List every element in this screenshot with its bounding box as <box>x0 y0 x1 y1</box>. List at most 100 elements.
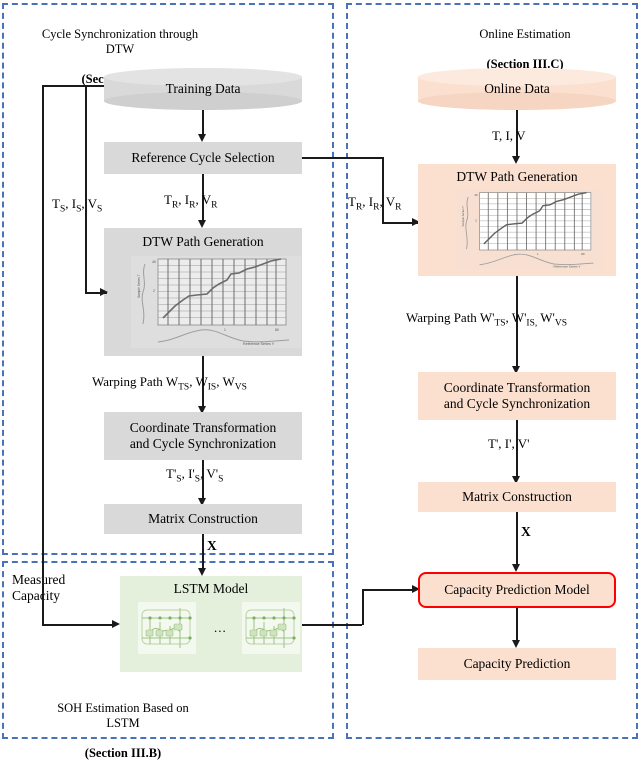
node-dtw-path-generation-left: DTW Path Generation Sa <box>104 228 302 356</box>
edge-label-t-i-v-primed-left: T'S, I'S, V'S <box>166 466 224 485</box>
lstm-cell-thumbnail-left <box>138 602 196 654</box>
edge-label-t-i-v-primed-right: T', I', V' <box>488 436 530 451</box>
connector-training-to-reference <box>202 110 204 136</box>
node-label: Capacity Prediction Model <box>444 582 590 597</box>
node-coordinate-transformation-right: Coordinate Transformation and Cycle Sync… <box>418 372 616 420</box>
arrowhead-down <box>198 220 206 228</box>
svg-text:40: 40 <box>152 260 156 264</box>
arrowhead-down <box>512 640 520 648</box>
svg-text:80: 80 <box>275 328 279 332</box>
edge-label-warping-path-left: Warping Path WTS, WIS, WVS <box>92 374 247 393</box>
connector-reference-to-right-panel <box>302 157 384 159</box>
edge-label-x-left: X <box>207 538 217 553</box>
lstm-cell-thumbnail-right <box>242 602 300 654</box>
dtw-chart-thumbnail: Sample Series T Reference Series Y 40 2 … <box>456 190 604 270</box>
node-matrix-construction-right: Matrix Construction <box>418 482 616 512</box>
node-label: Online Data <box>484 81 550 96</box>
node-coordinate-transformation-left: Coordinate Transformation and Cycle Sync… <box>104 412 302 460</box>
edge-label-x-right: X <box>521 524 531 539</box>
node-label: DTW Path Generation <box>456 169 578 184</box>
connector-reference-to-dtw <box>202 174 204 222</box>
cylinder-bottom <box>418 92 616 110</box>
lstm-ellipsis: ... <box>214 620 227 635</box>
node-lstm-model: LSTM Model ... <box>120 576 302 672</box>
arrowhead-down <box>512 564 520 572</box>
arrowhead-down <box>512 366 520 374</box>
connector-training-rail-far-left <box>42 85 44 625</box>
svg-text:2: 2 <box>475 218 477 222</box>
node-online-data: Online Data <box>418 68 616 110</box>
connector-lstm-to-capacity-model-v <box>362 589 364 625</box>
connector-rail-to-dtw-left <box>85 292 107 294</box>
svg-text:Sample Series T: Sample Series T <box>461 206 465 227</box>
node-label: DTW Path Generation <box>142 234 264 249</box>
panel-title-text: Cycle Synchronization through DTW <box>41 27 199 56</box>
edge-label-tr-ir-vr-right: TR, IR, VR <box>348 194 402 213</box>
connector-capacity-model-to-prediction <box>516 608 518 642</box>
connector-matrix-to-capacity-model <box>516 512 518 566</box>
svg-text:Reference Series Y: Reference Series Y <box>553 264 581 268</box>
panel-title-text: SOH Estimation Based on LSTM <box>57 701 189 730</box>
cylinder-top <box>104 68 302 86</box>
node-label: Capacity Prediction <box>463 656 571 671</box>
node-capacity-prediction: Capacity Prediction <box>418 648 616 680</box>
arrowhead-right <box>112 620 120 628</box>
connector-lstm-to-capacity-model-h2 <box>362 589 416 591</box>
node-capacity-prediction-model: Capacity Prediction Model <box>418 572 616 608</box>
panel-title-online-estimation: Online Estimation (Section III.C) <box>420 12 630 72</box>
connector-coordinate-to-matrix-right <box>516 420 518 478</box>
panel-section-text: (Section III.B) <box>84 746 162 760</box>
arrowhead-down <box>198 498 206 506</box>
node-dtw-path-generation-right: DTW Path Generation Sample <box>418 164 616 276</box>
connector-lstm-to-capacity-model-h1 <box>302 624 362 626</box>
edge-label-warping-path-right: Warping Path W'TS, W'IS, W'VS <box>406 310 568 329</box>
arrowhead-down <box>198 406 206 414</box>
arrowhead-down <box>198 568 206 576</box>
edge-label-ts-is-vs: TS, IS, VS <box>52 196 103 215</box>
node-label: Matrix Construction <box>462 489 572 504</box>
node-label: Reference Cycle Selection <box>131 150 275 165</box>
arrowhead-right <box>100 288 108 296</box>
node-label: Matrix Construction <box>148 511 258 526</box>
panel-cycle-synchronization <box>2 3 334 555</box>
svg-text:Reference Series Y: Reference Series Y <box>243 342 275 346</box>
arrowhead-down <box>512 476 520 484</box>
arrowhead-right <box>412 218 420 226</box>
node-measured-capacity: Measured Capacity <box>12 572 66 603</box>
edge-label-tr-ir-vr-left: TR, IR, VR <box>164 192 218 211</box>
connector-dtw-to-coordinate-right <box>516 276 518 368</box>
arrowhead-right <box>412 585 420 593</box>
panel-online-estimation <box>346 3 638 739</box>
connector-training-branch-top <box>42 85 104 87</box>
svg-text:1: 1 <box>537 252 539 256</box>
edge-label-t-i-v-online: T, I, V <box>492 128 526 143</box>
arrowhead-down <box>512 156 520 164</box>
dtw-chart-thumbnail: Sample Series T Reference Series Y 40 2 … <box>131 256 301 348</box>
svg-text:80: 80 <box>581 252 585 256</box>
node-matrix-construction-left: Matrix Construction <box>104 504 302 534</box>
node-label: Coordinate Transformation and Cycle Sync… <box>129 420 277 451</box>
cylinder-top <box>418 68 616 86</box>
node-label: Training Data <box>165 81 241 96</box>
connector-reference-drop-right <box>382 157 384 223</box>
panel-title-soh-estimation: SOH Estimation Based on LSTM (Section II… <box>18 686 228 761</box>
cylinder-bottom <box>104 92 302 110</box>
connector-measured-to-lstm <box>42 624 114 626</box>
arrowhead-down <box>198 134 206 142</box>
panel-title-text: Online Estimation <box>479 27 571 41</box>
connector-dtw-to-coordinate-left <box>202 356 204 408</box>
connector-online-to-dtw-right <box>516 110 518 158</box>
node-label: LSTM Model <box>173 581 249 596</box>
svg-text:2: 2 <box>153 289 155 293</box>
node-reference-cycle-selection: Reference Cycle Selection <box>104 142 302 174</box>
svg-text:40: 40 <box>474 193 478 197</box>
connector-coordinate-to-matrix-left <box>202 460 204 500</box>
connector-matrix-to-lstm <box>202 534 204 570</box>
node-label: Coordinate Transformation and Cycle Sync… <box>443 380 591 411</box>
svg-text:1: 1 <box>224 328 226 332</box>
panel-section-text: (Section III.C) <box>486 57 564 71</box>
connector-into-dtw-right <box>382 222 418 224</box>
svg-text:Sample Series T: Sample Series T <box>137 274 141 298</box>
node-training-data: Training Data <box>104 68 302 110</box>
connector-training-rail-inner <box>85 85 87 293</box>
